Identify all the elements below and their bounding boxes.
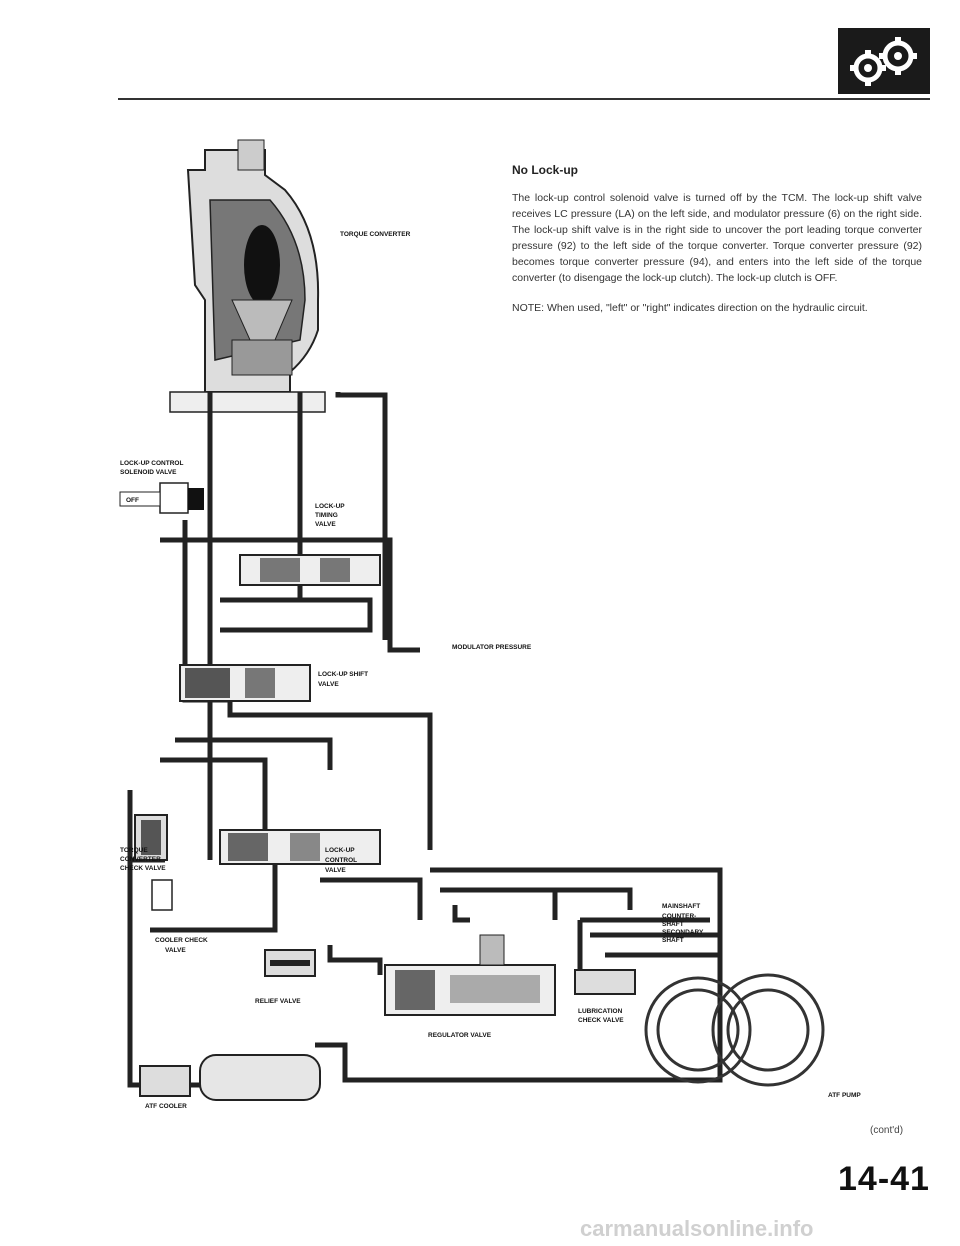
label-lube-line2: CHECK VALVE xyxy=(578,1017,624,1024)
label-timing-line2: TIMING xyxy=(315,512,338,519)
header-rule xyxy=(118,98,930,100)
label-countershaft-line2: SHAFT xyxy=(662,921,684,928)
lubrication-check-valve xyxy=(574,969,636,995)
label-lube-line1: LUBRICATION xyxy=(578,1008,623,1015)
label-shift-line2: VALVE xyxy=(318,681,339,688)
label-control-line2: CONTROL xyxy=(325,857,357,864)
cooler-check-valve xyxy=(151,879,173,911)
label-secondary-line1: SECONDARY xyxy=(662,929,704,936)
label-torque-converter: TORQUE CONVERTER xyxy=(340,231,411,238)
watermark: carmanualsonline.info xyxy=(580,1216,814,1241)
torque-converter-check-valve xyxy=(134,814,168,861)
label-tc-check-line1: TORQUE xyxy=(120,847,148,854)
gears-icon xyxy=(838,28,930,94)
label-control-line3: VALVE xyxy=(325,867,346,874)
label-regulator-valve: REGULATOR VALVE xyxy=(428,1032,492,1039)
label-countershaft-line1: COUNTER- xyxy=(662,913,696,920)
continued-note: (cont'd) xyxy=(870,1125,904,1136)
label-off: OFF xyxy=(126,497,139,504)
relief-valve xyxy=(264,949,316,977)
atf-pump-icon xyxy=(644,973,825,1087)
regulator-valve xyxy=(384,934,556,1016)
label-tc-check-line2: CONVERTER xyxy=(120,856,161,863)
label-timing-line3: VALVE xyxy=(315,521,336,528)
label-modulator-pressure: MODULATOR PRESSURE xyxy=(452,644,532,651)
page-number: 14-41 xyxy=(838,1160,930,1198)
description-block: No Lock-up The lock-up control solenoid … xyxy=(512,162,922,316)
lock-up-control-valve xyxy=(219,829,381,865)
label-control-line1: LOCK-UP xyxy=(325,847,355,854)
label-timing-line1: LOCK-UP xyxy=(315,503,345,510)
atf-cooler xyxy=(139,1054,321,1101)
note-text: NOTE: When used, "left" or "right" indic… xyxy=(512,302,868,314)
label-cooler-check-line2: VALVE xyxy=(165,947,186,954)
label-mainshaft: MAINSHAFT xyxy=(662,903,700,910)
label-shift-line1: LOCK-UP SHIFT xyxy=(318,671,368,678)
label-solenoid-line2: SOLENOID VALVE xyxy=(120,469,177,476)
label-cooler-check-line1: COOLER CHECK xyxy=(155,937,208,944)
solenoid-valve xyxy=(119,482,204,514)
torque-converter xyxy=(169,139,326,413)
label-secondary-line2: SHAFT xyxy=(662,937,684,944)
section-heading: No Lock-up xyxy=(512,163,578,177)
label-solenoid-line1: LOCK-UP CONTROL xyxy=(120,460,183,467)
label-atf-pump: ATF PUMP xyxy=(828,1092,861,1099)
description-text: The lock-up control solenoid valve is tu… xyxy=(512,192,922,284)
timing-valve xyxy=(239,554,381,586)
label-atf-cooler: ATF COOLER xyxy=(145,1103,187,1110)
label-relief-valve: RELIEF VALVE xyxy=(255,998,301,1005)
shift-valve xyxy=(179,664,311,702)
label-tc-check-line3: CHECK VALVE xyxy=(120,865,166,872)
